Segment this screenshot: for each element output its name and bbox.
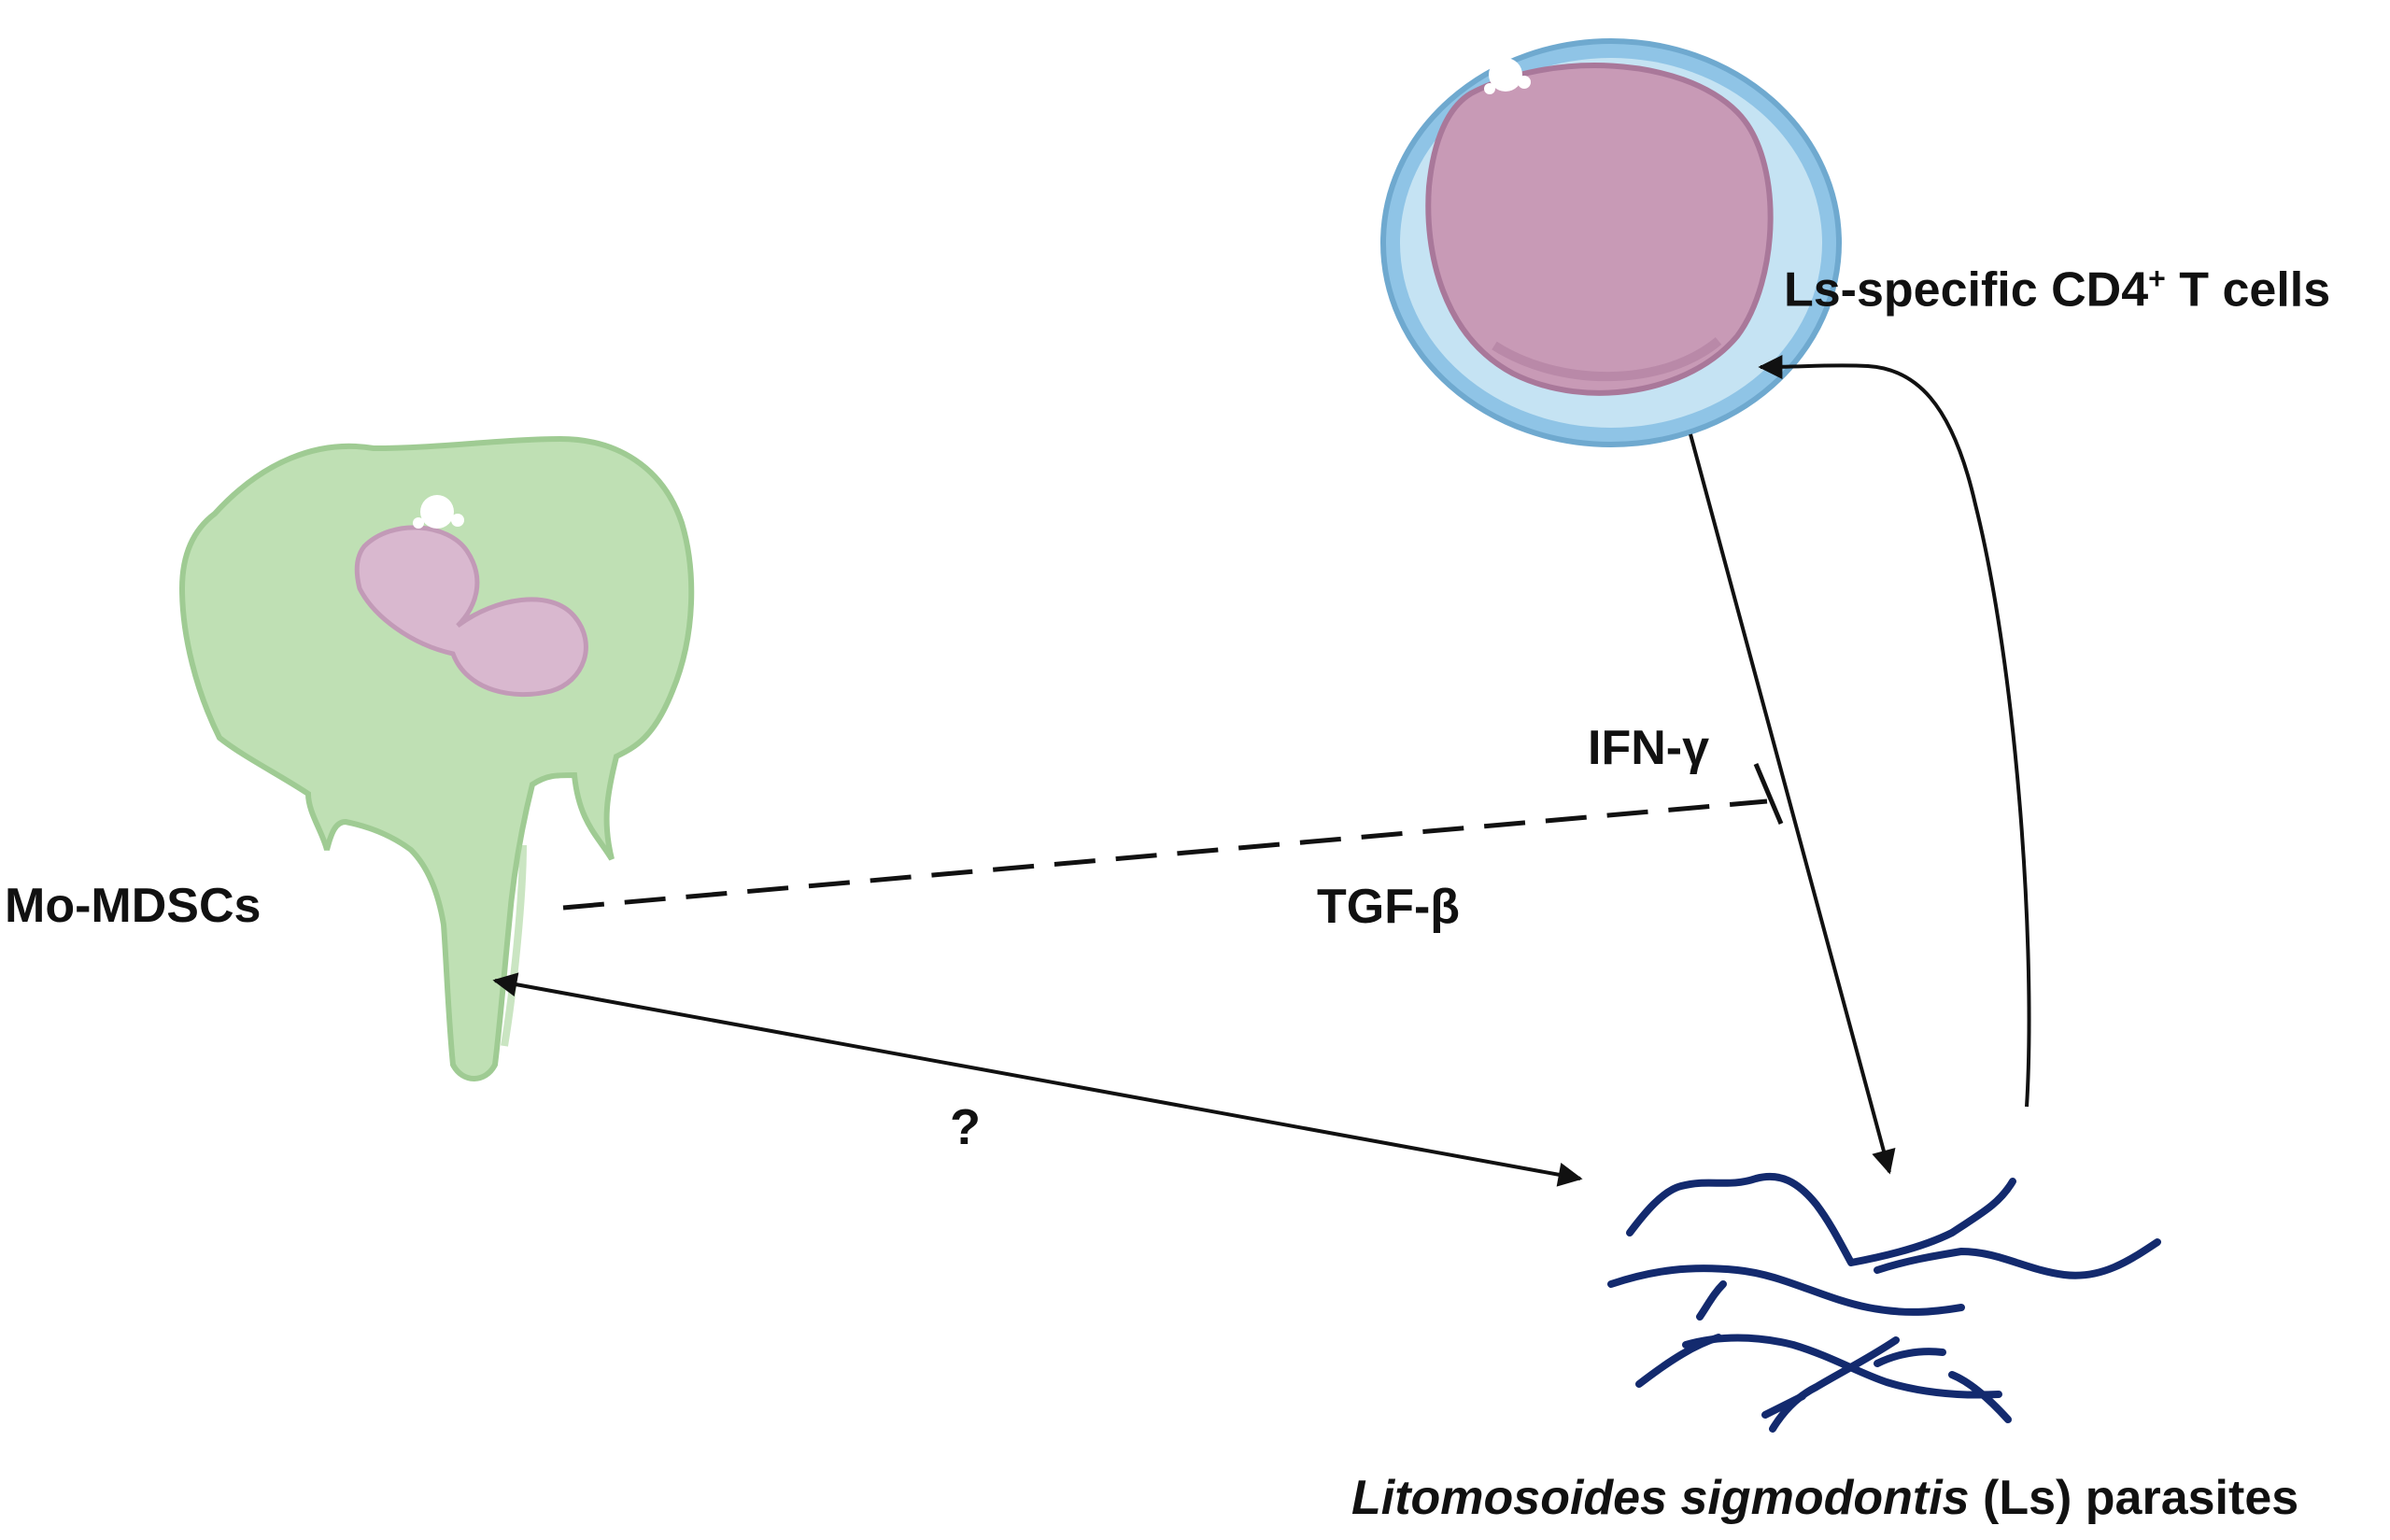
arrow-parasites-to-tcell	[1758, 354, 2031, 1108]
unknown-interaction-label: ?	[950, 1099, 981, 1155]
mdsc-cell-icon	[178, 435, 695, 1081]
ifn-gamma-label: IFN-γ	[1588, 721, 1709, 775]
double-arrow-mdsc-parasites	[492, 972, 1583, 1187]
parasite-label: Litomosoides sigmodontis (Ls) parasites	[1351, 1471, 2299, 1525]
mdsc-label: Mo-MDSCs	[5, 879, 262, 933]
t-cell-icon	[1380, 38, 1842, 447]
parasite-worms-icon	[1607, 1172, 2161, 1433]
arrow-tcell-to-parasites	[1689, 433, 1896, 1175]
cd4-tcell-label: Ls-specific CD4+ T cells	[1784, 261, 2331, 318]
inhibition-line-mdsc-to-tcell	[562, 798, 1768, 911]
tgf-beta-label: TGF-β	[1317, 880, 1461, 934]
inhibition-bar	[1753, 763, 1784, 825]
